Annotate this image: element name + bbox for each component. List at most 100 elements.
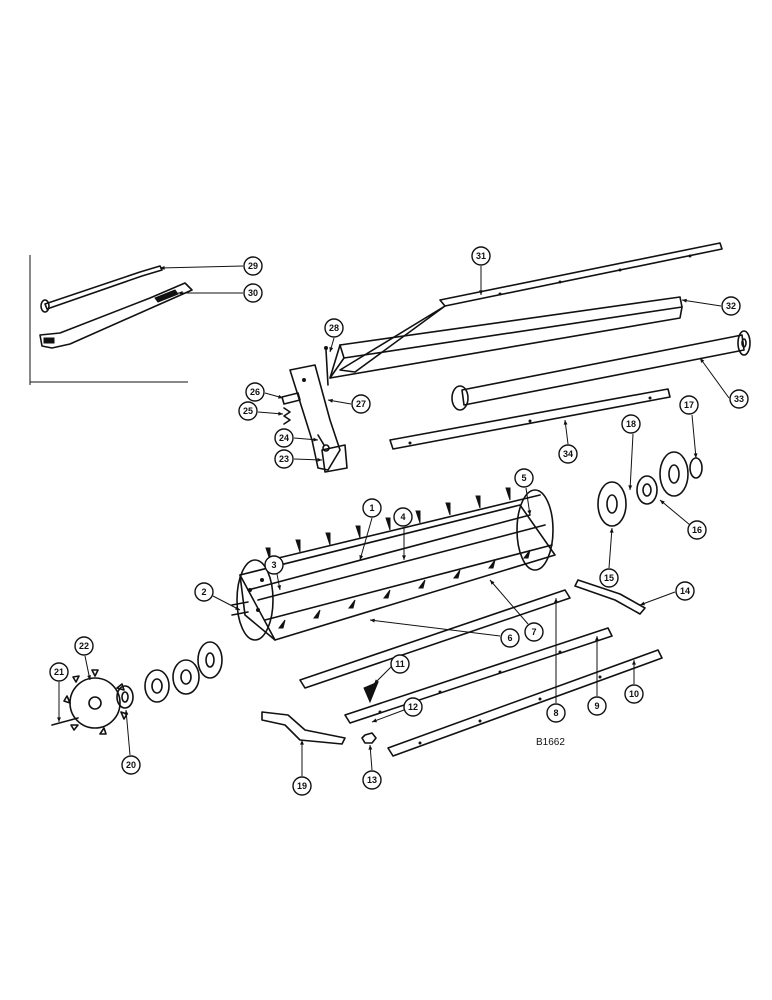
callout-2: 2 [194, 582, 241, 611]
part-22-sprocket [63, 669, 128, 735]
callout-circle [624, 684, 644, 704]
leader-arrow [682, 298, 687, 303]
callout-4: 4 [393, 507, 413, 560]
leader-arrow [57, 717, 61, 722]
callout-circle [245, 382, 265, 402]
callout-circle [274, 428, 294, 448]
callout-number: 9 [594, 701, 599, 711]
callout-25: 25 [238, 401, 284, 421]
callout-circle [351, 394, 371, 414]
callout-circle [194, 582, 214, 602]
callout-1: 1 [359, 498, 382, 561]
leader-line [629, 433, 634, 491]
callout-circle [403, 697, 423, 717]
leader-line [125, 709, 131, 756]
part-18-flange [659, 451, 689, 497]
callout-number: 27 [356, 399, 366, 409]
leader-arrow [372, 718, 377, 723]
part-29-rod [40, 265, 163, 313]
left-bearing-assembly [144, 641, 223, 703]
leader-arrow [374, 679, 379, 684]
callout-number: 22 [79, 641, 89, 651]
part-21-key [51, 717, 79, 726]
callout-circle [514, 468, 534, 488]
callout-number: 33 [734, 394, 744, 404]
callout-11: 11 [373, 654, 410, 685]
callout-number: 13 [367, 775, 377, 785]
callout-26: 26 [245, 382, 284, 402]
callout-number: 7 [531, 627, 536, 637]
part-27-bracket [289, 364, 341, 471]
callout-circle [721, 296, 741, 316]
callout-circle [729, 389, 749, 409]
callout-22: 22 [74, 636, 94, 681]
callout-number: 12 [408, 702, 418, 712]
part-11-tooth [363, 681, 379, 704]
leader-arrow [235, 606, 240, 610]
callout-9: 9 [587, 636, 607, 716]
leader-line [371, 709, 405, 723]
part-17-collar [689, 457, 703, 479]
callout-circle [390, 654, 410, 674]
leader-arrow [490, 580, 495, 585]
leader-arrow [693, 453, 698, 458]
leader-line [359, 517, 373, 561]
callout-8: 8 [546, 598, 566, 723]
callout-circle [49, 662, 69, 682]
callout-number: 15 [604, 573, 614, 583]
rotor-drum [231, 487, 556, 641]
callout-3: 3 [264, 555, 284, 591]
callout-circle [546, 703, 566, 723]
callout-number: 34 [563, 449, 573, 459]
callout-19: 19 [292, 740, 312, 796]
leader-arrow [178, 291, 183, 295]
part-28-pin [324, 346, 329, 386]
callout-14: 14 [639, 581, 695, 606]
callout-number: 23 [279, 454, 289, 464]
callout-18: 18 [621, 414, 641, 491]
leader-arrow [527, 510, 532, 515]
callout-number: 14 [680, 586, 690, 596]
callout-number: 16 [692, 525, 702, 535]
callout-number: 3 [271, 560, 276, 570]
callout-circle [599, 568, 619, 588]
part-15-flange [597, 481, 627, 527]
callout-number: 24 [279, 433, 289, 443]
callout-number: 17 [684, 400, 694, 410]
leader-line [369, 619, 501, 637]
callout-circle [621, 414, 641, 434]
callout-30: 30 [178, 283, 263, 303]
callout-circle [362, 770, 382, 790]
part-31-shield [339, 242, 723, 373]
callout-number: 26 [250, 387, 260, 397]
leader-arrow [370, 618, 375, 623]
leader-arrow [632, 660, 636, 665]
part-20-hub [116, 685, 134, 709]
leader-arrow [554, 598, 558, 603]
inset-frame [29, 255, 188, 385]
part-8-bar [299, 589, 571, 689]
leader-line [608, 527, 613, 569]
leader-arrow [640, 601, 645, 606]
callout-number: 21 [54, 667, 64, 677]
callout-21: 21 [49, 662, 69, 722]
callout-number: 10 [629, 689, 639, 699]
leader-line [639, 591, 676, 606]
leader-arrow [609, 528, 614, 533]
leader-line [691, 414, 697, 459]
callout-10: 10 [624, 660, 644, 704]
callout-20: 20 [121, 709, 141, 775]
callout-circle [74, 636, 94, 656]
callout-31: 31 [471, 246, 491, 295]
callout-number: 28 [329, 323, 339, 333]
callout-6: 6 [369, 618, 520, 648]
callout-12: 12 [371, 697, 423, 723]
leader-arrow [300, 740, 304, 745]
callout-circle [121, 755, 141, 775]
callout-number: 6 [507, 633, 512, 643]
drawing-code: B1662 [536, 737, 565, 748]
callout-circle [362, 498, 382, 518]
callout-number: 8 [553, 708, 558, 718]
leader-line [489, 579, 529, 625]
